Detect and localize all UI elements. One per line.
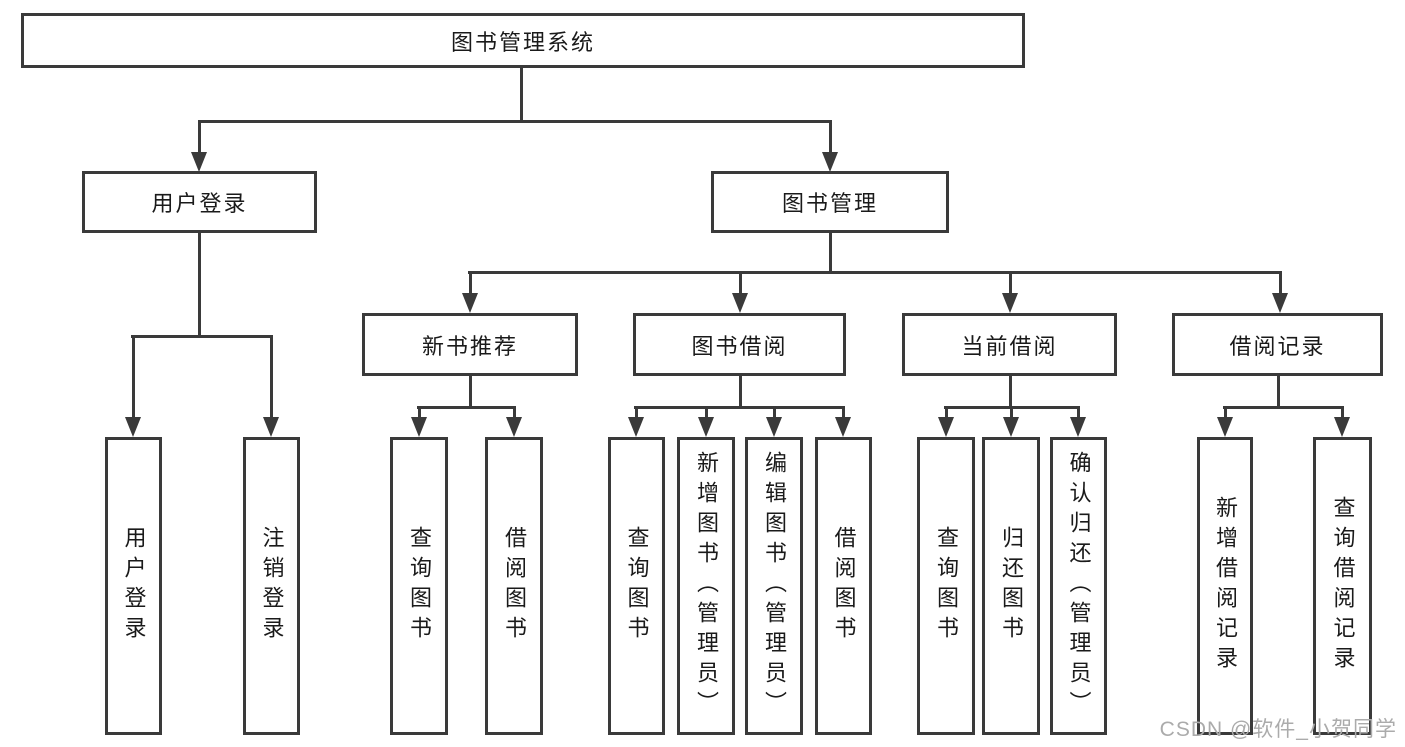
connector-line [1277,376,1280,407]
connector-line [1223,406,1344,409]
connector-line [198,121,201,155]
arrow-down-icon [732,293,748,313]
connector-line [739,272,742,296]
node-bw-edit-books-admin: 编辑图书（管理员） [745,437,803,735]
connector-line [131,335,273,338]
node-bw-add-books-admin: 新增图书（管理员） [677,437,735,735]
arrow-down-icon [191,152,207,172]
node-borrow-records: 借阅记录 [1172,313,1383,376]
connector-line [198,120,832,123]
connector-line [829,233,832,272]
connector-line [520,68,523,121]
node-nb-borrow-books: 借阅图书 [485,437,543,735]
arrow-down-icon [1334,417,1350,437]
node-cu-query-books: 查询图书 [917,437,975,735]
connector-line [270,336,273,420]
connector-line [468,271,1282,274]
arrow-down-icon [125,417,141,437]
node-user-login: 用户登录 [82,171,317,233]
node-logout: 注销登录 [243,437,300,735]
arrow-down-icon [263,417,279,437]
arrow-down-icon [766,417,782,437]
arrow-down-icon [1070,417,1086,437]
node-cu-confirm-return-admin: 确认归还（管理员） [1050,437,1107,735]
connector-line [132,336,135,420]
node-re-query-record: 查询借阅记录 [1313,437,1372,735]
node-cu-return-books: 归还图书 [982,437,1040,735]
connector-line [842,407,845,420]
node-current-borrowing: 当前借阅 [902,313,1117,376]
arrow-down-icon [506,417,522,437]
node-nb-query-books: 查询图书 [390,437,448,735]
connector-line [1077,407,1080,420]
node-user-login-leaf: 用户登录 [105,437,162,735]
arrow-down-icon [628,417,644,437]
connector-line [635,407,638,420]
arrow-down-icon [1003,417,1019,437]
csdn-watermark: CSDN @软件_小贺同学 [1159,718,1397,741]
connector-line [418,407,421,420]
connector-line [634,406,845,409]
node-bw-query-books: 查询图书 [608,437,665,735]
connector-line [469,376,472,407]
node-book-borrowing: 图书借阅 [633,313,846,376]
node-new-book-recommend: 新书推荐 [362,313,578,376]
arrow-down-icon [1272,293,1288,313]
node-book-management: 图书管理 [711,171,949,233]
connector-line [1009,272,1012,296]
node-root: 图书管理系统 [21,13,1025,68]
node-re-add-record: 新增借阅记录 [1197,437,1253,735]
connector-line [469,272,472,296]
connector-line [773,407,776,420]
arrow-down-icon [411,417,427,437]
connector-line [513,407,516,420]
connector-line [1224,407,1227,420]
connector-line [1341,407,1344,420]
connector-line [1010,407,1013,420]
arrow-down-icon [1217,417,1233,437]
connector-line [945,407,948,420]
connector-line [1279,272,1282,296]
connector-line [417,406,516,409]
arrow-down-icon [822,152,838,172]
node-bw-borrow-books: 借阅图书 [815,437,872,735]
connector-line [1009,376,1012,407]
arrow-down-icon [835,417,851,437]
connector-line [739,376,742,407]
arrow-down-icon [462,293,478,313]
arrow-down-icon [698,417,714,437]
connector-line [705,407,708,420]
arrow-down-icon [1002,293,1018,313]
arrow-down-icon [938,417,954,437]
connector-line [829,121,832,155]
connector-line [198,233,201,336]
